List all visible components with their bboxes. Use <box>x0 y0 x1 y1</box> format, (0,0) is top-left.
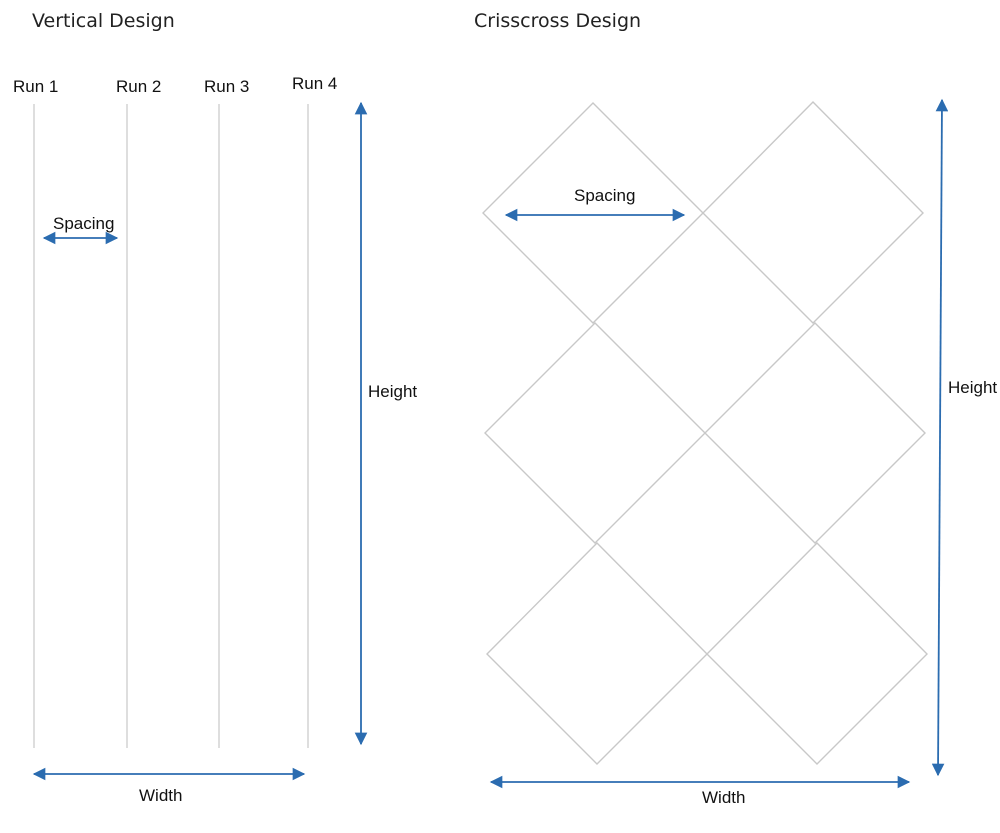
lattice-diamond-1 <box>482 102 704 324</box>
run-1-label: Run 1 <box>13 77 58 96</box>
lattice-diamond-3 <box>484 322 706 544</box>
vertical-design-title: Vertical Design <box>32 10 175 32</box>
vertical-width-label: Width <box>139 786 182 805</box>
run-4-label: Run 4 <box>292 74 337 93</box>
lattice-diamond-4 <box>704 322 926 544</box>
crisscross-width-label: Width <box>702 788 745 807</box>
vertical-design-panel: Vertical Design Run 1 Run 2 Run 3 Run 4 … <box>13 10 417 805</box>
run-2-label: Run 2 <box>116 77 161 96</box>
crisscross-height-arrow <box>931 98 949 777</box>
vertical-spacing-label: Spacing <box>53 214 114 233</box>
vertical-height-label: Height <box>368 382 417 401</box>
crisscross-height-label: Height <box>948 378 997 397</box>
crisscross-spacing-label: Spacing <box>574 186 635 205</box>
run-3-label: Run 3 <box>204 77 249 96</box>
crisscross-design-title: Crisscross Design <box>474 10 641 32</box>
lattice-diamond-6 <box>706 542 928 765</box>
lattice-diamond-5 <box>486 542 708 765</box>
lattice-diamond-2 <box>702 101 924 324</box>
crisscross-design-panel: Crisscross Design Spacing Height Width <box>474 10 997 807</box>
